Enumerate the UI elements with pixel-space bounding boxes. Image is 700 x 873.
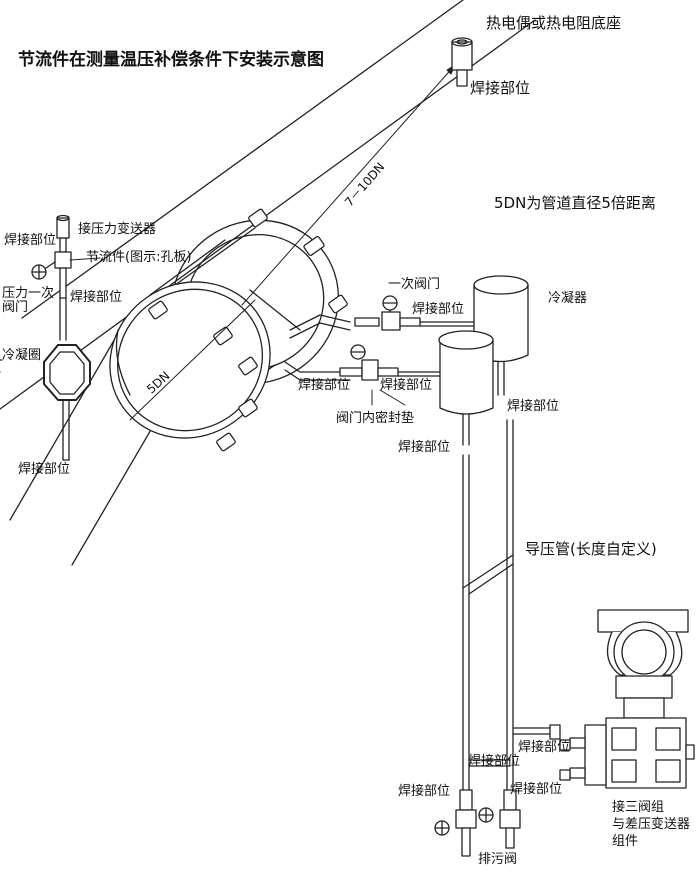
drain-valves [434, 789, 521, 857]
label-throttle-element: 节流件(图示:孔板) [86, 250, 192, 265]
label-weld-condenser-left: 焊接部位 [398, 440, 451, 455]
label-valve-seal: 阀门内密封垫 [336, 411, 415, 426]
label-primary-valve: 一次阀门 [388, 277, 441, 292]
label-weld-top: 焊接部位 [470, 79, 531, 97]
label-condenser: 冷凝器 [548, 291, 588, 306]
label-weld-manifold-3: 焊接部位 [510, 782, 563, 797]
label-condensing-ring: 冷凝圈 [2, 348, 42, 363]
label-impulse-tube: 导压管(长度自定义) [525, 540, 657, 558]
label-pressure-valve-1: 压力一次 [2, 286, 55, 301]
impulse-tubes-vertical [462, 419, 551, 791]
label-weld-mid-3: 焊接部位 [380, 378, 433, 393]
pressure-tap-left [31, 214, 91, 461]
primary-valve-1 [354, 295, 481, 331]
label-thermo-base: 热电偶或热电阻底座 [486, 14, 622, 32]
manifold-transmitter [549, 609, 695, 789]
condenser-left [438, 330, 494, 446]
flange-assembly [9, 208, 348, 566]
thermowell-base [451, 37, 473, 87]
primary-valve-2 [339, 344, 446, 381]
label-drain-valve: 排污阀 [478, 852, 518, 867]
label-weld-manifold-1: 焊接部位 [518, 740, 571, 755]
label-dn-note: 5DN为管道直径5倍距离 [494, 194, 656, 212]
main-pipe [0, 0, 536, 410]
label-weld-left-bottom: 焊接部位 [18, 462, 71, 477]
label-pressure-transmitter: 接压力变送器 [78, 222, 157, 237]
label-weld-bottom-left: 焊接部位 [398, 784, 451, 799]
label-manifold-line-1: 接三阀组 [612, 800, 665, 815]
label-manifold-line-3: 组件 [612, 834, 639, 849]
label-manifold-line-2: 与差压变送器 [612, 817, 691, 832]
label-weld-mid-2: 焊接部位 [298, 378, 351, 393]
label-weld-manifold-2: 焊接部位 [468, 754, 521, 769]
impulse-tubes-upper [284, 314, 351, 381]
label-weld-left: 焊接部位 [4, 233, 57, 248]
label-weld-mid-1: 焊接部位 [412, 302, 465, 317]
label-weld-condenser-right: 焊接部位 [507, 399, 560, 414]
leader-lines [69, 257, 406, 406]
label-pressure-valve-2: 阀门 [2, 300, 29, 315]
diagram-title-text: 节流件在测量温压补偿条件下安装示意图 [18, 50, 324, 70]
label-weld-left-mid: 焊接部位 [70, 290, 123, 305]
